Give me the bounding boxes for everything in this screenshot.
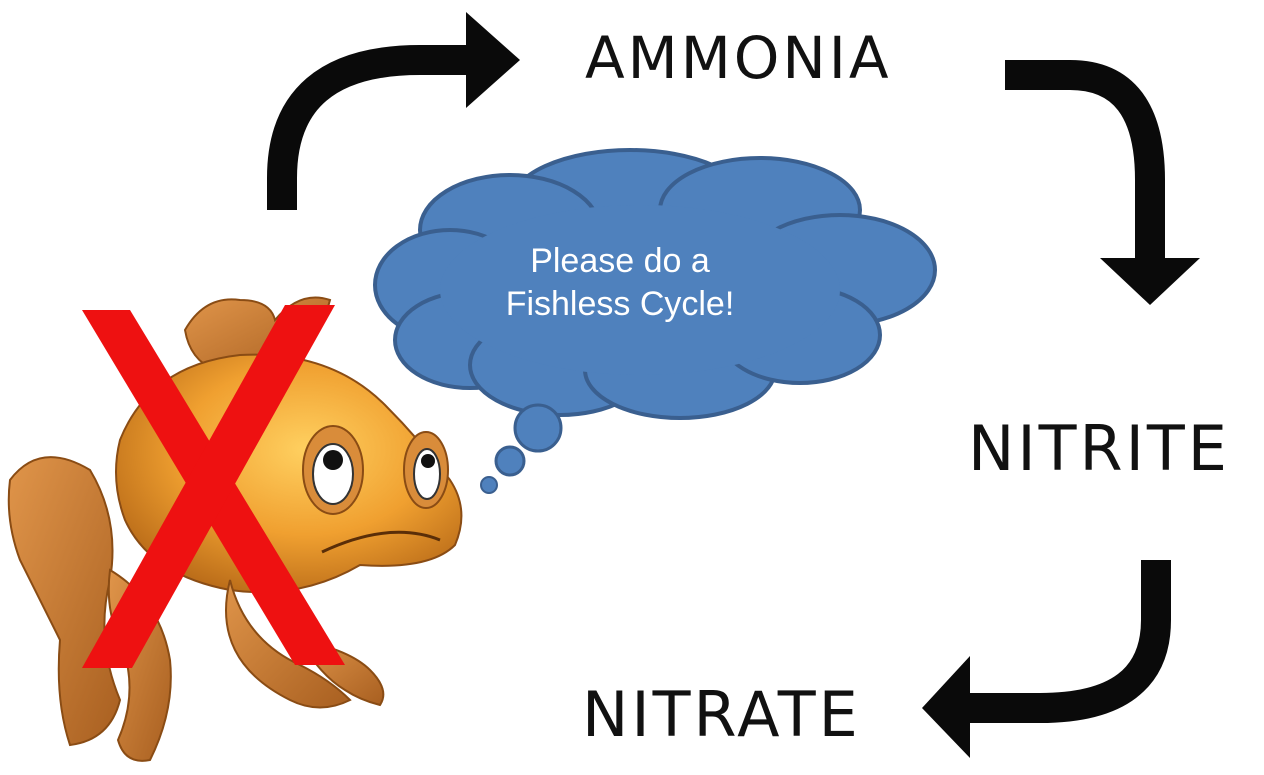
thought-bubble-line-1: Please do a xyxy=(470,240,770,283)
thought-bubble-line-2: Fishless Cycle! xyxy=(470,283,770,326)
nitrate-label: NITRATE xyxy=(582,678,861,751)
ammonia-label: AMMONIA xyxy=(585,24,892,92)
nitrite-label: NITRITE xyxy=(968,412,1230,485)
curved-arrow-icon xyxy=(922,560,1156,758)
curved-arrow-icon xyxy=(1005,75,1200,305)
thought-bubble-text: Please do a Fishless Cycle! xyxy=(470,240,770,326)
